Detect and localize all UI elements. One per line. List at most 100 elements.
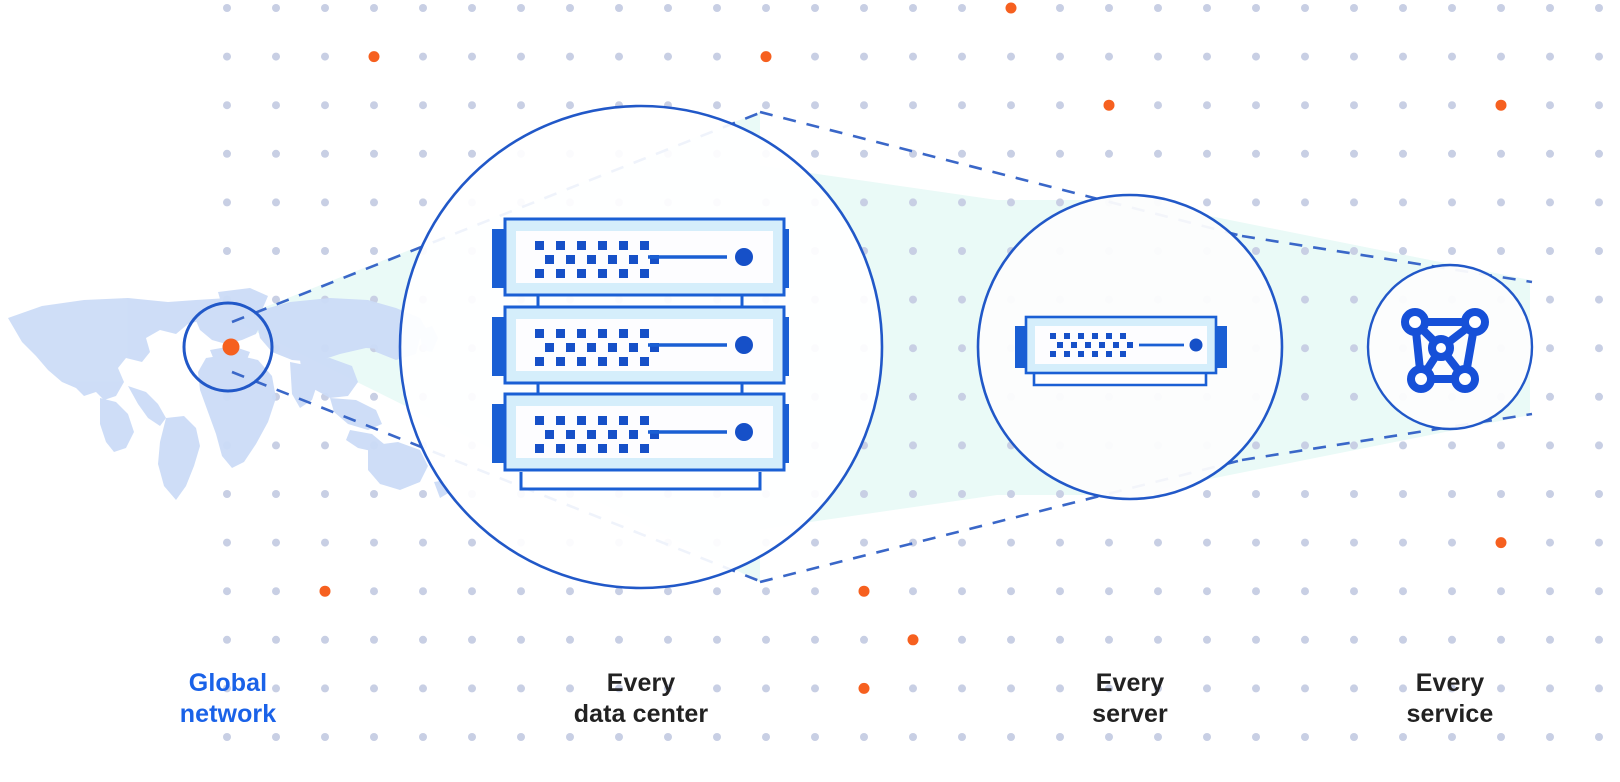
grid-dot <box>958 392 966 401</box>
grid-dot <box>517 684 525 693</box>
grid-dot <box>860 198 868 207</box>
grid-dot <box>566 635 574 644</box>
grid-dot <box>1497 149 1505 158</box>
grid-dot <box>1105 733 1113 741</box>
grid-dot <box>1301 441 1309 450</box>
grid-dot <box>517 635 525 644</box>
grid-dot <box>223 587 231 596</box>
grid-dot <box>1007 538 1015 547</box>
grid-dot <box>1448 101 1456 110</box>
grid-dot <box>419 4 427 12</box>
grid-dot <box>566 52 574 61</box>
grid-dot <box>1056 490 1064 498</box>
grid-dot <box>1497 490 1505 498</box>
grid-dot <box>664 587 672 596</box>
grid-dot-highlighted <box>1103 99 1115 111</box>
grid-dot <box>370 198 378 207</box>
grid-dot <box>1203 101 1211 110</box>
grid-dot <box>1399 733 1407 741</box>
grid-dot <box>1203 635 1211 644</box>
grid-dot <box>419 684 427 693</box>
grid-dot <box>1252 538 1260 547</box>
grid-dot <box>1203 149 1211 158</box>
grid-dot <box>1350 441 1358 450</box>
grid-dot <box>1105 684 1113 693</box>
grid-dot <box>1595 441 1603 450</box>
grid-dot <box>811 733 819 741</box>
grid-dot <box>615 684 623 693</box>
grid-dot <box>1301 101 1309 110</box>
grid-dot <box>1105 587 1113 596</box>
grid-dot <box>860 149 868 158</box>
grid-dot <box>419 587 427 596</box>
grid-dot <box>1546 247 1554 255</box>
grid-dot <box>1252 490 1260 498</box>
grid-dot <box>1301 635 1309 644</box>
grid-dot <box>1007 587 1015 596</box>
grid-dot <box>272 684 280 693</box>
grid-dot <box>1301 247 1309 255</box>
grid-dot <box>517 587 525 596</box>
grid-dot <box>1056 635 1064 644</box>
grid-dot <box>1350 4 1358 12</box>
grid-dot <box>762 733 770 741</box>
grid-dot <box>860 733 868 741</box>
grid-dot <box>1056 101 1064 110</box>
grid-dot <box>1448 247 1456 255</box>
grid-dot <box>860 538 868 547</box>
grid-dot-highlighted <box>907 634 919 646</box>
grid-dot <box>1399 684 1407 693</box>
grid-dot <box>1252 4 1260 12</box>
grid-dot <box>1546 101 1554 110</box>
grid-dot <box>1497 733 1505 741</box>
grid-dot <box>1497 198 1505 207</box>
grid-dot <box>272 490 280 498</box>
grid-dot <box>419 635 427 644</box>
grid-dot <box>1203 490 1211 498</box>
grid-dot <box>909 101 917 110</box>
grid-dot <box>1546 684 1554 693</box>
grid-dot <box>1252 247 1260 255</box>
rack-unit-3-status-dot <box>735 423 753 441</box>
grid-dot <box>1056 587 1064 596</box>
grid-dot <box>909 295 917 304</box>
grid-dot <box>223 4 231 12</box>
grid-dot <box>223 490 231 498</box>
grid-dot <box>1448 490 1456 498</box>
grid-dot <box>1546 733 1554 741</box>
grid-dot <box>1546 149 1554 158</box>
grid-dot <box>370 247 378 255</box>
grid-dot <box>223 247 231 255</box>
grid-dot <box>1399 101 1407 110</box>
grid-dot <box>1546 52 1554 61</box>
grid-dot <box>1399 198 1407 207</box>
grid-dot <box>1497 4 1505 12</box>
grid-dot <box>860 4 868 12</box>
grid-dot <box>321 733 329 741</box>
grid-dot <box>1154 684 1162 693</box>
grid-dot <box>223 52 231 61</box>
grid-dot <box>1595 587 1603 596</box>
grid-dot <box>1350 490 1358 498</box>
grid-dot <box>272 733 280 741</box>
grid-dot <box>1595 52 1603 61</box>
grid-dot <box>1105 4 1113 12</box>
grid-dot <box>1350 587 1358 596</box>
grid-dot <box>811 538 819 547</box>
mesh-node-center <box>1428 335 1454 361</box>
grid-dot <box>1399 52 1407 61</box>
grid-dot <box>1350 635 1358 644</box>
grid-dot <box>1448 149 1456 158</box>
grid-dot <box>713 101 721 110</box>
grid-dot <box>321 101 329 110</box>
grid-dot <box>762 587 770 596</box>
grid-dot <box>1497 52 1505 61</box>
grid-dot <box>419 149 427 158</box>
grid-dot <box>223 733 231 741</box>
grid-dot <box>664 635 672 644</box>
grid-dot <box>1448 198 1456 207</box>
grid-dot <box>272 247 280 255</box>
grid-dot <box>1105 52 1113 61</box>
grid-dot <box>1301 4 1309 12</box>
